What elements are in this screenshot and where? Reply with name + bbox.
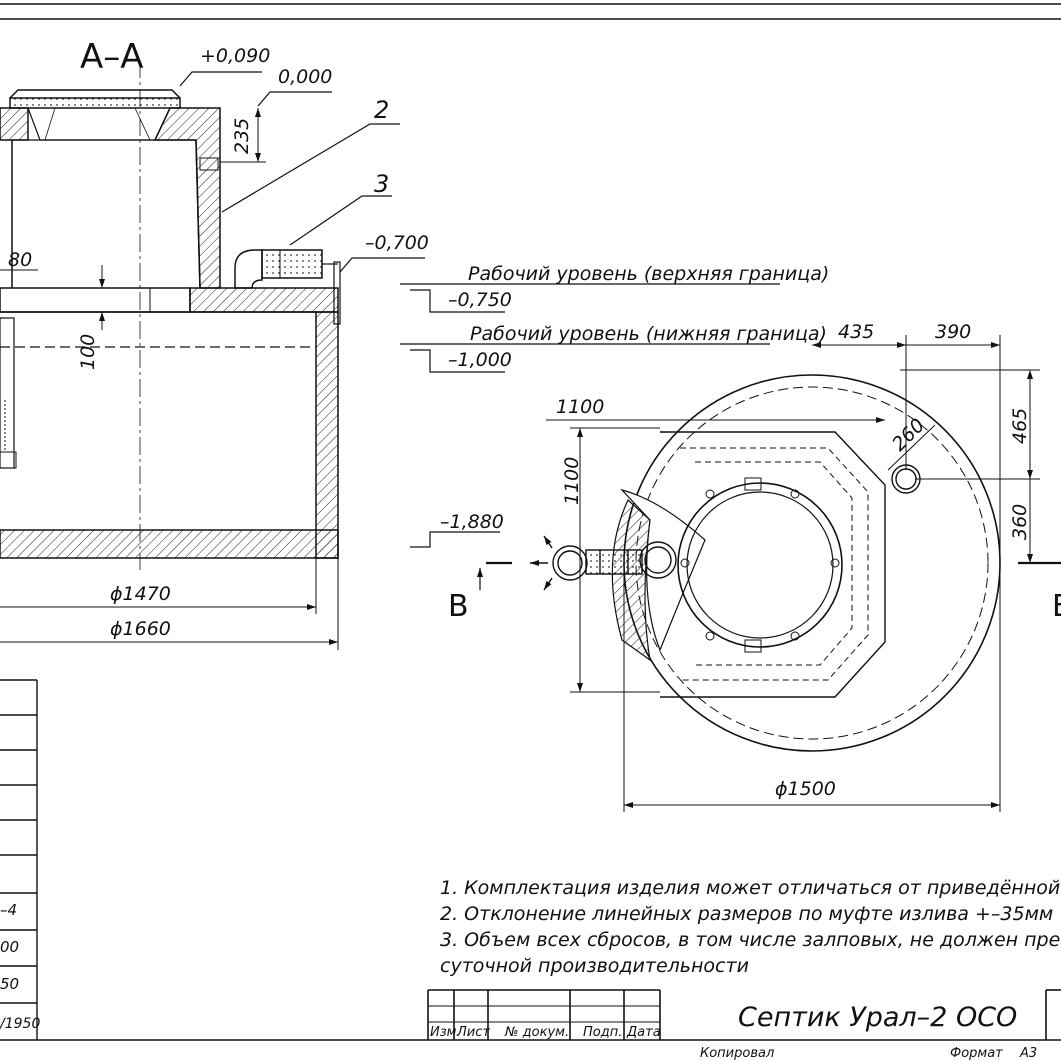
dim-1100-v: 1100: [561, 457, 583, 505]
dim-435: 435: [838, 321, 874, 343]
left-table: [0, 679, 38, 1040]
notes: 1. Комплектация изделия может отличаться…: [440, 877, 1061, 977]
left-table-cell-2: 00: [0, 938, 19, 956]
neck-wall-left: [0, 107, 29, 141]
tb-col-doc: № докум.: [504, 1025, 569, 1040]
dim-100: 100: [77, 334, 99, 370]
callout-3: 3: [374, 170, 389, 198]
dim-390: 390: [935, 321, 971, 343]
note-1: 1. Комплектация изделия может отличаться…: [440, 877, 1061, 899]
sheet-frame: [0, 3, 1061, 20]
plan-view: B B 435 390 1100 1100 260 465 360 ϕ1: [448, 321, 1061, 812]
left-table-cell-4: /1950: [0, 1016, 40, 1032]
level-work-lower: –1,000: [448, 349, 512, 371]
dimension-lines: [0, 108, 339, 650]
section-b-left: B: [448, 589, 469, 624]
wall-hatch: [611, 499, 651, 662]
dim-1500: ϕ1500: [775, 778, 836, 800]
tb-col-sign: Подп.: [583, 1025, 622, 1040]
plan-dimensions: [546, 335, 1040, 812]
tb-col-izm: Изм.: [430, 1025, 461, 1040]
cover-slab: [0, 287, 191, 313]
dim-235: 235: [231, 118, 253, 154]
title-block: [0, 989, 1061, 1041]
level-bottom: –1,880: [440, 511, 504, 533]
label-work-lower: Рабочий уровень (нижняя граница): [470, 323, 827, 345]
level-top: +0,090: [200, 45, 270, 67]
dim-260: 260: [888, 414, 929, 455]
note-3: 3. Объем всех сбросов, в том числе залпо…: [440, 929, 1061, 951]
dim-465: 465: [1009, 408, 1031, 444]
level-markers: [0, 71, 780, 548]
note-2: 2. Отклонение линейных размеров по муфте…: [440, 903, 1053, 925]
section-a-a: А–А: [0, 37, 829, 650]
note-4: суточной производительности: [440, 955, 749, 977]
outlet-pipe: [234, 249, 341, 325]
callout-2: 2: [374, 96, 389, 124]
drawing-title: Септик Урал–2 ОСО: [738, 1002, 1017, 1033]
dim-80: 80: [8, 249, 32, 271]
tb-copied: Копировал: [700, 1046, 774, 1061]
tb-col-list: Лист: [456, 1025, 490, 1040]
callout-leaders: [221, 123, 400, 246]
section-b-right: B: [1052, 589, 1061, 624]
module-bolts: [680, 477, 840, 653]
inner-chamber: [660, 431, 886, 698]
tb-col-date: Дата: [626, 1025, 661, 1040]
label-work-upper: Рабочий уровень (верхняя граница): [468, 263, 829, 285]
left-table-cell-3: 50: [0, 975, 19, 993]
dim-1660: ϕ1660: [110, 618, 171, 640]
section-b-markers: [477, 561, 1061, 590]
dim-360: 360: [1009, 504, 1031, 540]
dim-1100-h: 1100: [556, 396, 604, 418]
tb-format-value: А3: [1019, 1046, 1037, 1061]
internal-module: [0, 317, 17, 469]
manhole-lid: [9, 89, 181, 141]
level-work-upper: –0,750: [448, 289, 512, 311]
level-pipe: –0,700: [365, 232, 429, 254]
tb-format-label: Формат: [950, 1046, 1003, 1061]
neck-wall-right: [153, 107, 221, 289]
level-zero: 0,000: [278, 66, 332, 88]
plan-pipes: [530, 464, 921, 591]
tank-wall-right: [315, 311, 339, 559]
tank-bottom: [0, 529, 339, 559]
section-title: А–А: [80, 37, 144, 77]
dim-1470: ϕ1470: [110, 583, 171, 605]
left-table-cell-1: –4: [0, 901, 17, 919]
